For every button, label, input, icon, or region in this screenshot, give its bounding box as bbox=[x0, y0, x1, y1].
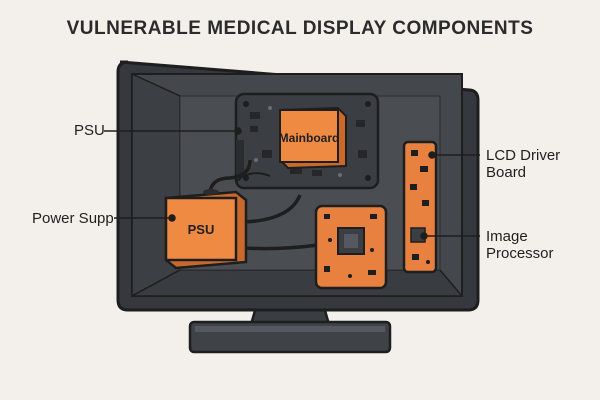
psu-callout-label: PSU bbox=[74, 122, 105, 139]
image-processor-label-line1: Image bbox=[486, 228, 528, 245]
power-supply-callout-label: Power Supp bbox=[32, 210, 114, 227]
lcd-driver-label-line1: LCD Driver bbox=[486, 147, 561, 164]
lcd-driver-label-line2: Board bbox=[486, 164, 527, 181]
image-processor-pcb bbox=[314, 204, 388, 290]
cables bbox=[208, 159, 319, 251]
callout-lines bbox=[104, 127, 480, 240]
mainboard-label: Mainboard bbox=[279, 131, 340, 145]
lcd-driver-label: LCD Driver Board bbox=[486, 147, 560, 181]
diagram-title: VULNERABLE MEDICAL DISPLAY COMPONENTS bbox=[66, 18, 534, 39]
image-processor-label: Image Processor bbox=[486, 228, 554, 262]
image-processor-label-line2: Processor bbox=[486, 245, 554, 262]
psu-box-label: PSU bbox=[188, 222, 215, 237]
psu-box: PSU bbox=[164, 189, 248, 270]
mainboard-box: Mainboard bbox=[279, 106, 347, 170]
lcd-driver-board bbox=[402, 140, 438, 274]
